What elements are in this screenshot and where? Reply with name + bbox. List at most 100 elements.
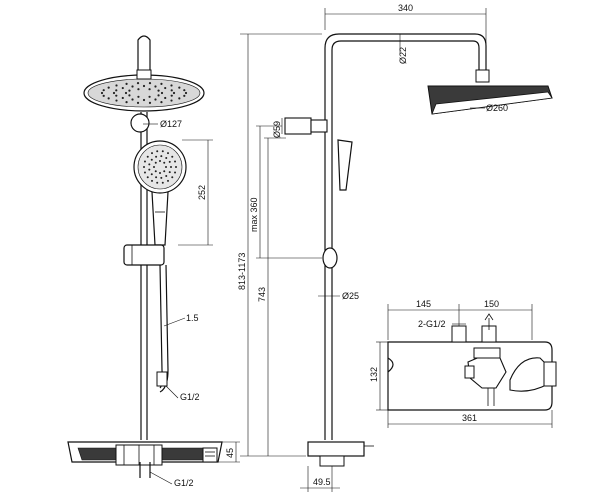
- side-slider-knob: [322, 247, 338, 269]
- label-hose-size: 1.5: [186, 313, 199, 323]
- nozzle-dot: [157, 94, 160, 97]
- nozzle-dot: [148, 163, 151, 166]
- nozzle-dot: [128, 94, 131, 97]
- nozzle-dot: [183, 89, 186, 92]
- riser-top-hook: [137, 35, 151, 70]
- nozzle-dot: [160, 155, 163, 158]
- nozzle-dot: [168, 171, 171, 174]
- nozzle-dot: [156, 181, 159, 184]
- nozzle-dot: [136, 101, 140, 104]
- nozzle-dot: [160, 176, 163, 179]
- nozzle-dot: [167, 152, 169, 155]
- label-base-offset: 49.5: [313, 477, 331, 487]
- top-view: 145 150 2-G1/2 132 361: [369, 299, 557, 428]
- nozzle-dot: [165, 166, 167, 168]
- nozzle-dot: [143, 160, 146, 163]
- nozzle-dot: [174, 160, 177, 163]
- nozzle-dot: [155, 155, 158, 158]
- nozzle-dot: [159, 160, 161, 162]
- label-height-743: 743: [257, 287, 267, 302]
- nozzle-dot: [172, 91, 176, 95]
- nozzle-dot: [163, 161, 166, 164]
- nozzle-dot: [164, 96, 167, 100]
- nozzle-dot: [107, 86, 110, 89]
- nozzle-dot: [102, 94, 105, 97]
- nozzle-dot: [128, 89, 131, 92]
- nozzle-dot: [150, 158, 153, 161]
- nozzle-dot: [150, 173, 153, 176]
- nozzle-dot: [167, 179, 169, 182]
- side-shelf: [307, 441, 374, 467]
- nozzle-dot: [115, 84, 118, 87]
- nozzle-dot: [137, 88, 140, 91]
- nozzle-dot: [142, 98, 146, 102]
- nozzle-dot: [121, 96, 124, 100]
- nozzle-dot: [100, 91, 104, 95]
- nozzle-dot: [178, 97, 181, 100]
- nozzle-dot: [142, 84, 146, 88]
- nozzle-dot: [148, 168, 151, 171]
- nozzle-dot: [148, 82, 152, 85]
- label-width-150: 150: [484, 299, 499, 309]
- side-view: 340 Ø22 Ø260 Ø59 813-1173 max 360 743 Ø2…: [237, 3, 553, 492]
- nozzle-dot: [136, 82, 140, 85]
- label-thread-hose: G1/2: [180, 392, 200, 402]
- nozzle-dot: [112, 91, 116, 95]
- hand-shower: [133, 140, 187, 246]
- front-view: Ø127 252 1.5 G1/2 G1/2 45: [67, 35, 240, 488]
- nozzle-dot: [184, 91, 188, 95]
- slide-holder: [123, 244, 165, 266]
- nozzle-dot: [161, 181, 164, 184]
- nozzle-dot: [137, 95, 140, 98]
- nozzle-dot: [148, 95, 151, 98]
- nozzle-dot: [151, 179, 153, 182]
- nozzle-dot: [115, 99, 118, 102]
- nozzle-dot: [146, 176, 149, 179]
- nozzle-dot: [102, 89, 105, 92]
- nozzle-dot: [125, 82, 128, 86]
- label-arm-length: 340: [398, 3, 413, 13]
- nozzle-dot: [168, 160, 171, 163]
- nozzle-dot: [115, 94, 118, 97]
- label-pipe-diameter: Ø22: [398, 47, 408, 64]
- nozzle-dot: [125, 100, 128, 104]
- nozzle-dot: [161, 150, 164, 153]
- nozzle-dot: [154, 98, 157, 101]
- overhead-showerhead: [83, 69, 205, 112]
- nozzle-dot: [131, 85, 134, 88]
- nozzle-dot: [170, 166, 172, 168]
- nozzle-dot: [146, 155, 149, 158]
- nozzle-dot: [154, 85, 157, 88]
- nozzle-dot: [131, 98, 134, 101]
- nozzle-dot: [165, 156, 168, 159]
- nozzle-dot: [171, 155, 174, 158]
- nozzle-dot: [164, 86, 167, 90]
- nozzle-dot: [115, 89, 118, 92]
- nozzle-dot: [160, 82, 163, 86]
- nozzle-dot: [170, 89, 173, 92]
- label-bracket-diameter: Ø59: [272, 121, 282, 138]
- nozzle-dot: [156, 150, 159, 153]
- nozzle-dot: [153, 166, 155, 168]
- nozzle-dot: [107, 97, 110, 100]
- label-adjustable-height: 813-1173: [237, 253, 247, 290]
- nozzle-dot: [170, 94, 173, 97]
- nozzle-dot: [143, 171, 146, 174]
- nozzle-dot: [170, 84, 173, 87]
- side-riser: [324, 33, 487, 440]
- label-bar-diameter: Ø25: [342, 291, 359, 301]
- nozzle-dot: [159, 172, 161, 174]
- hose: [159, 264, 163, 389]
- side-handshower: [337, 139, 353, 191]
- nozzle-dot: [160, 100, 163, 104]
- side-wall-bracket: [284, 117, 328, 135]
- nozzle-dot: [148, 101, 152, 104]
- nozzle-dot: [174, 171, 177, 174]
- label-width-145: 145: [416, 299, 431, 309]
- nozzle-dot: [148, 88, 151, 91]
- label-showerhead-diameter: Ø260: [486, 103, 508, 113]
- nozzle-dot: [155, 176, 158, 179]
- nozzle-dot: [175, 166, 177, 168]
- nozzle-dot: [171, 176, 174, 179]
